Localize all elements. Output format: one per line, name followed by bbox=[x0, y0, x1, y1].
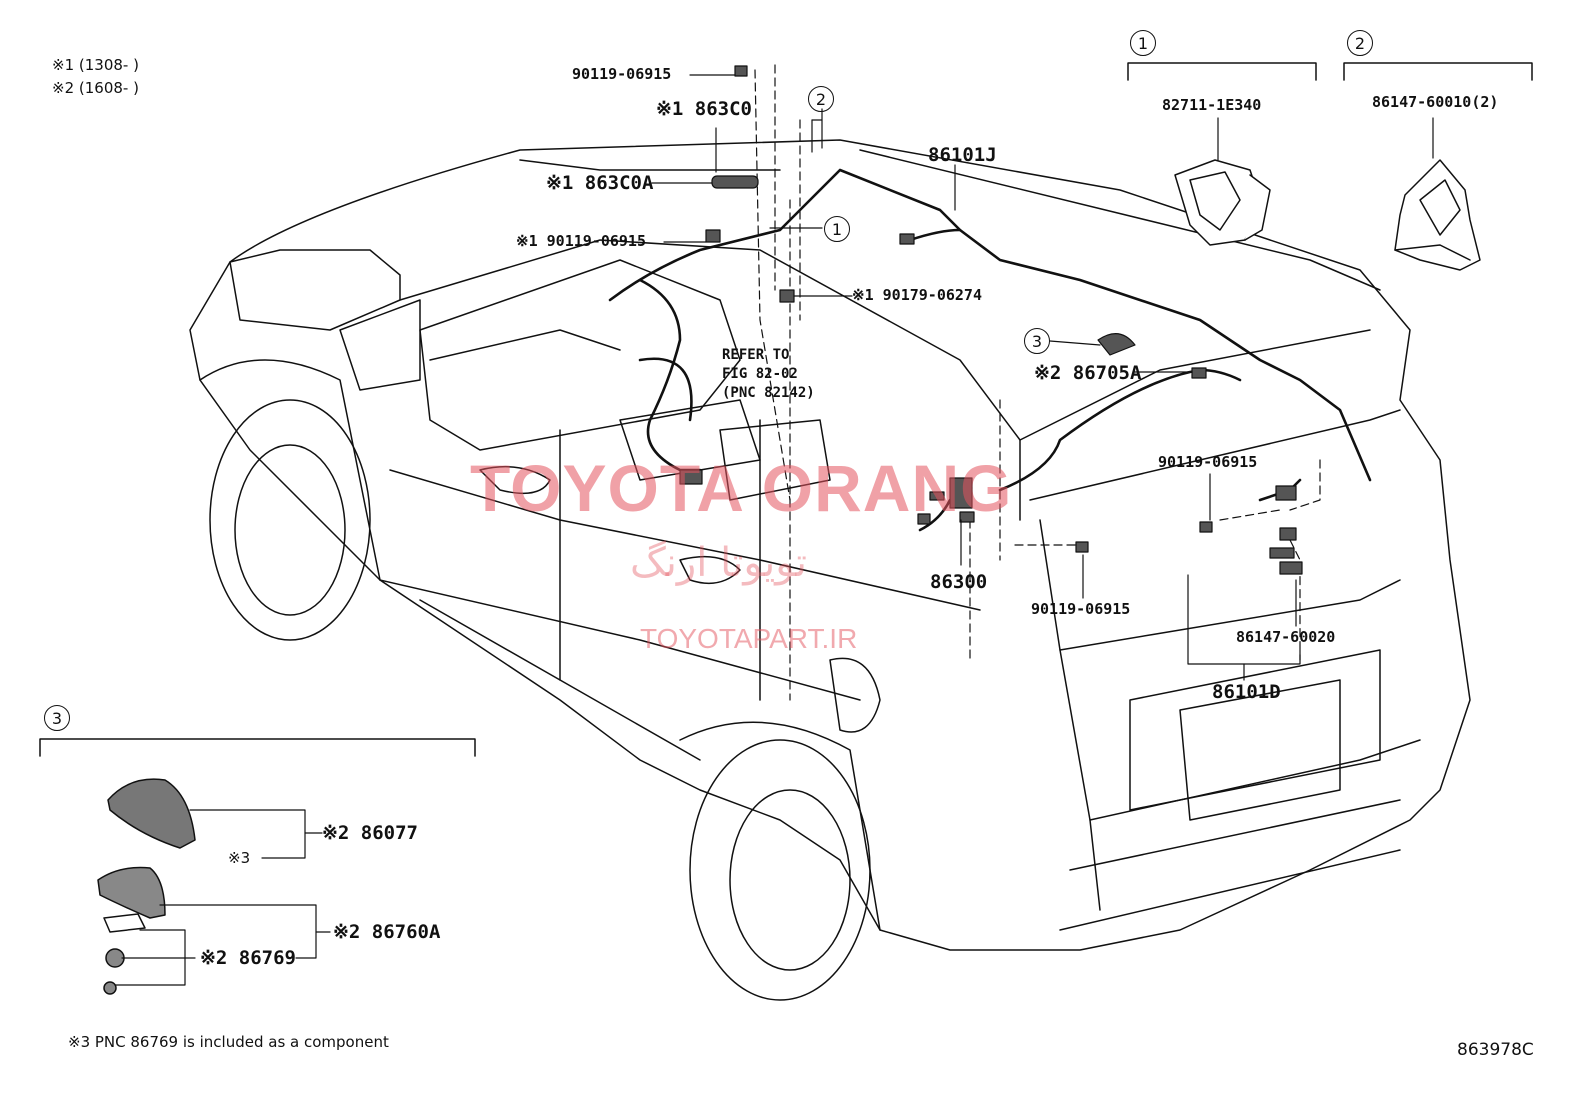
label-86101D: 86101D bbox=[1212, 681, 1281, 703]
vehicle-body bbox=[189, 139, 1471, 951]
bracket-82711 bbox=[1174, 159, 1271, 246]
label-leaders bbox=[114, 74, 1434, 986]
label-note-3-marker: ※3 bbox=[228, 849, 251, 867]
refer-line-3: (PNC 82142) bbox=[722, 385, 815, 401]
label-863C0A: ※1 863C0A bbox=[546, 172, 654, 194]
refer-line-2: FIG 82-02 bbox=[722, 366, 798, 382]
label-86101J: 86101J bbox=[928, 144, 997, 166]
callout-1-top: 1 bbox=[1130, 30, 1156, 56]
callout-2-roof: 2 bbox=[808, 86, 834, 112]
label-86077: ※2 86077 bbox=[322, 822, 418, 844]
front-wheel bbox=[199, 359, 381, 641]
inset-brackets bbox=[39, 62, 1533, 757]
antenna-86077 bbox=[107, 778, 196, 849]
label-86769: ※2 86769 bbox=[200, 947, 296, 969]
label-863C0: ※1 863C0 bbox=[656, 98, 752, 120]
label-90179-06274: ※1 90179-06274 bbox=[852, 286, 982, 304]
callout-3-roof: 3 bbox=[1024, 328, 1050, 354]
watermark-persian: تویوتا ارنگ bbox=[630, 540, 807, 586]
clip-86147-60010 bbox=[1394, 159, 1481, 271]
refer-line-1: REFER TO bbox=[722, 347, 790, 363]
label-90119-06915-mid: ※1 90119-06915 bbox=[516, 232, 646, 250]
watermark-url: TOYOTAPART.IR bbox=[640, 623, 858, 654]
part-glyphs bbox=[679, 65, 1303, 575]
label-86147-60010: 86147-60010(2) bbox=[1372, 93, 1499, 111]
label-86300: 86300 bbox=[930, 571, 988, 593]
label-86147-60020: 86147-60020 bbox=[1236, 628, 1336, 646]
dashed-leaders bbox=[754, 64, 1321, 701]
antenna-86760A bbox=[97, 866, 166, 995]
callout-3-inset: 3 bbox=[44, 705, 70, 731]
note-2-date-range: ※2 (1608- ) bbox=[52, 79, 139, 97]
watermark-brand: TOYOTA ORANG bbox=[470, 451, 1013, 525]
label-86705A: ※2 86705A bbox=[1034, 362, 1142, 384]
label-82711-1E340: 82711-1E340 bbox=[1162, 96, 1262, 114]
diagram-code: 863978C bbox=[1457, 1040, 1534, 1060]
callout-1-roof: 1 bbox=[824, 216, 850, 242]
note-3-component: ※3 PNC 86769 is included as a component bbox=[68, 1033, 389, 1051]
callout-2-top: 2 bbox=[1347, 30, 1373, 56]
label-90119-06915-bottom: 90119-06915 bbox=[1031, 600, 1131, 618]
refer-to-figure: REFER TO FIG 82-02 (PNC 82142) bbox=[722, 346, 815, 403]
label-86760A: ※2 86760A bbox=[333, 921, 441, 943]
note-1-date-range: ※1 (1308- ) bbox=[52, 56, 139, 74]
label-90119-06915-right: 90119-06915 bbox=[1158, 453, 1258, 471]
rear-wheel bbox=[679, 721, 881, 1001]
label-90119-06915-top: 90119-06915 bbox=[572, 65, 672, 83]
